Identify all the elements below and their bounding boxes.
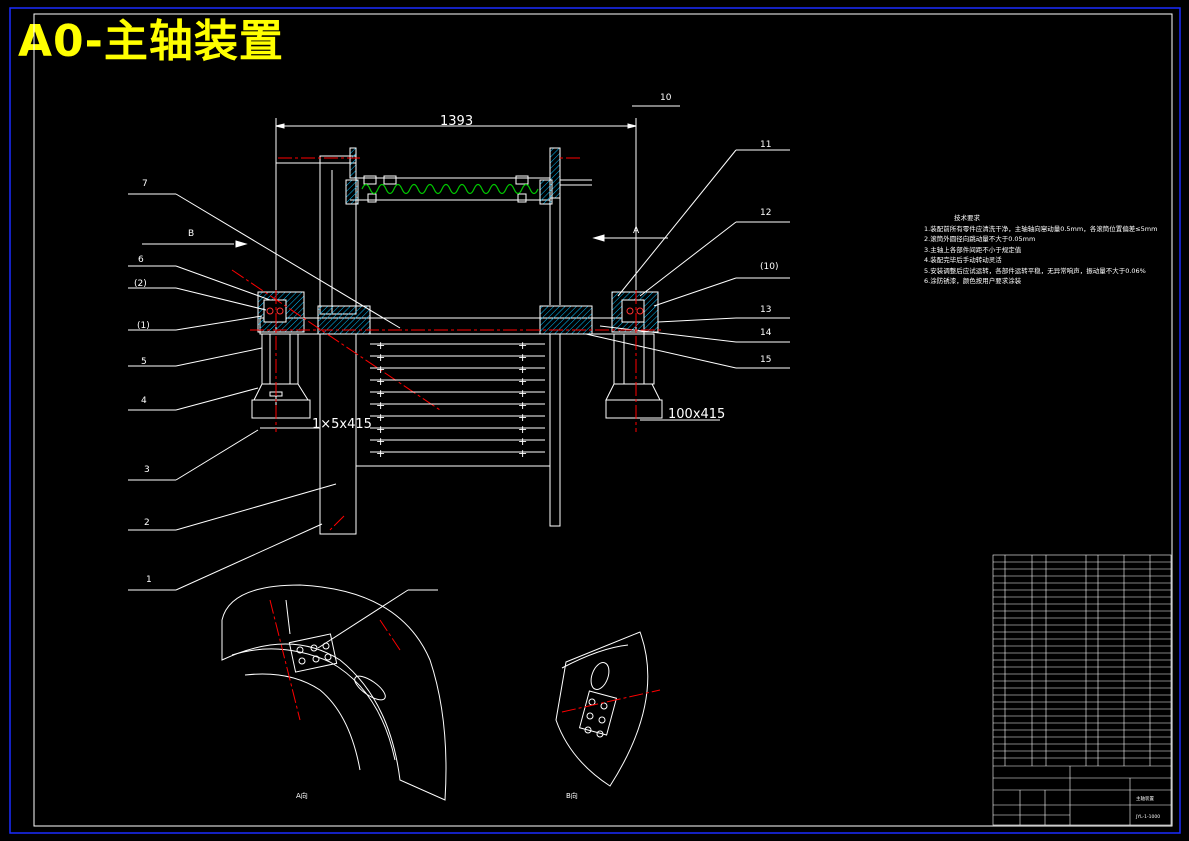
svg-text:+: + — [518, 363, 527, 376]
callout-14: 14 — [760, 328, 772, 338]
svg-text:+: + — [518, 447, 527, 460]
svg-text:+: + — [518, 423, 527, 436]
svg-text:+: + — [376, 435, 385, 448]
callout-4: 4 — [141, 396, 147, 406]
tech-notes-heading: 技术要求 — [954, 214, 980, 222]
callout-p1: (1) — [137, 321, 150, 331]
title-block-name: 主轴装置 — [1136, 795, 1154, 802]
svg-text:+: + — [518, 387, 527, 400]
callout-2: 2 — [144, 518, 150, 528]
tech-note: 2.滚筒外圆径向跳动量不大于0.05mm — [924, 235, 1036, 243]
title-block-drawing-no: JYL-1-1000 — [1135, 814, 1160, 820]
svg-text:+: + — [376, 375, 385, 388]
callout-1: 1 — [146, 575, 152, 585]
tech-note: 4.装配完毕后手动转动灵活 — [924, 256, 1002, 264]
view-mark-b: B — [188, 229, 194, 239]
inner-border — [33, 13, 1173, 827]
svg-text:+: + — [376, 351, 385, 364]
view-mark-a: A — [633, 226, 640, 236]
left-bolt-dimension: 1×5x415 — [312, 417, 372, 432]
view-b-label: B向 — [566, 791, 578, 800]
callout-p2: (2) — [134, 279, 147, 289]
callout-3: 3 — [144, 465, 150, 475]
svg-text:+: + — [376, 399, 385, 412]
svg-text:+: + — [376, 447, 385, 460]
right-bolt-dimension: 100x415 — [668, 407, 725, 422]
tech-note: 5.安装调整后应试运转，各部件运转平稳，无异常响声，振动量不大于0.06% — [924, 266, 1146, 275]
callout-15: 15 — [760, 355, 771, 365]
callout-7: 7 — [142, 179, 148, 189]
callout-6: 6 — [138, 255, 144, 265]
callout-13: 13 — [760, 305, 771, 315]
overall-dimension: 1393 — [440, 114, 473, 129]
tech-note: 1.装配前所有零件应清洗干净，主轴轴向窜动量0.5mm，各滚筒位置偏差≤5mm — [924, 224, 1158, 233]
callout-10: 10 — [660, 93, 672, 103]
technical-requirements: 技术要求 1.装配前所有零件应清洗干净，主轴轴向窜动量0.5mm，各滚筒位置偏差… — [924, 213, 1157, 287]
tech-note: 3.主轴上各部件间距不小于规定值 — [924, 245, 1022, 254]
svg-text:+: + — [518, 435, 527, 448]
svg-text:+: + — [518, 399, 527, 412]
callout-5: 5 — [141, 357, 147, 367]
svg-text:+: + — [518, 375, 527, 388]
svg-text:+: + — [518, 339, 527, 352]
spring — [361, 183, 539, 195]
callout-p10: (10) — [760, 262, 778, 272]
svg-text:+: + — [376, 423, 385, 436]
parts-list — [992, 554, 1172, 826]
tech-note: 6.涂防锈漆，颜色按用户要求涂装 — [924, 277, 1022, 285]
svg-text:+: + — [376, 411, 385, 424]
view-a-label: A向 — [296, 791, 308, 800]
drawing-title: A0-主轴装置 — [18, 16, 284, 67]
callout-11: 11 — [760, 140, 771, 150]
callout-12: 12 — [760, 208, 771, 218]
svg-text:+: + — [518, 351, 527, 364]
svg-text:+: + — [376, 387, 385, 400]
svg-text:+: + — [376, 339, 385, 352]
outer-border — [9, 7, 1181, 834]
svg-text:+: + — [518, 411, 527, 424]
svg-text:+: + — [376, 363, 385, 376]
